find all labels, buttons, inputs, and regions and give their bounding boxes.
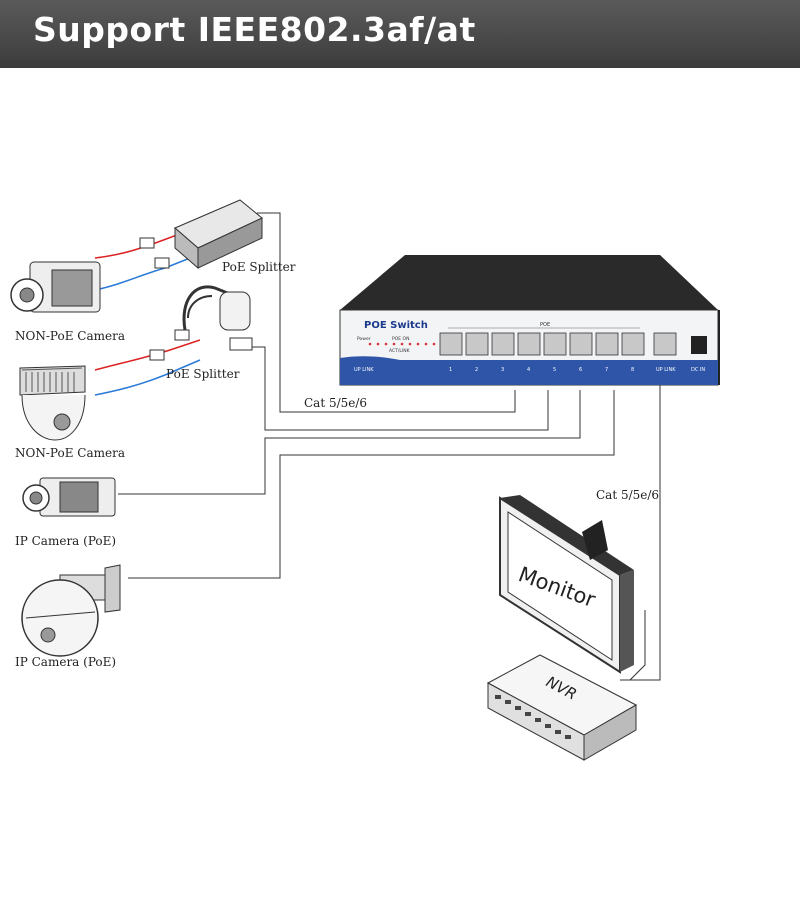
switch-port-number: 6 <box>579 367 582 373</box>
switch-port-number: 2 <box>475 367 478 373</box>
poe-switch-icon <box>339 255 720 386</box>
non-poe-camera-label-2: NON-PoE Camera <box>15 446 125 460</box>
cable-lines <box>118 212 661 681</box>
ip-box-camera-icon <box>22 477 116 517</box>
box-camera-icon <box>10 261 101 313</box>
cable-label-2: Cat 5/5e/6 <box>596 488 659 502</box>
switch-port-number: 1 <box>449 367 452 373</box>
poe-splitter-cable-icon <box>149 285 253 361</box>
monitor-icon <box>499 495 634 674</box>
switch-port-numbers: 1 2 3 4 5 6 7 8 <box>449 367 634 373</box>
nvr-icon <box>486 654 638 761</box>
switch-port-number: 4 <box>527 367 530 373</box>
poe-splitter-label-2: PoE Splitter <box>166 367 240 381</box>
dome-camera-icon <box>19 365 86 441</box>
switch-port-number: 8 <box>631 367 634 373</box>
ip-camera-label-2: IP Camera (PoE) <box>15 655 116 669</box>
title-banner: Support IEEE802.3af/at <box>0 0 800 68</box>
switch-port-number: 7 <box>605 367 608 373</box>
ptz-camera-icon <box>21 564 121 657</box>
switch-port-number: 3 <box>501 367 504 373</box>
switch-dc-in-label: DC IN <box>691 367 705 373</box>
poe-splitter-label-1: PoE Splitter <box>222 260 296 274</box>
poe-splitter-box-icon <box>139 199 263 270</box>
switch-port-number: 5 <box>553 367 556 373</box>
switch-poe-group-label: POE <box>540 322 550 328</box>
switch-act-link-label: ACT/LINK <box>389 348 411 354</box>
cable-label-1: Cat 5/5e/6 <box>304 396 367 410</box>
switch-power-label: Power <box>357 336 371 342</box>
ip-camera-label-1: IP Camera (PoE) <box>15 534 116 548</box>
switch-uplink-left-label: UP LINK <box>354 367 374 373</box>
switch-name: POE Switch <box>364 320 428 331</box>
switch-uplink-right-label: UP LINK <box>656 367 676 373</box>
switch-poe-on-label: POE ON <box>392 336 409 342</box>
non-poe-camera-label-1: NON-PoE Camera <box>15 329 125 343</box>
banner-title: Support IEEE802.3af/at <box>33 10 476 49</box>
